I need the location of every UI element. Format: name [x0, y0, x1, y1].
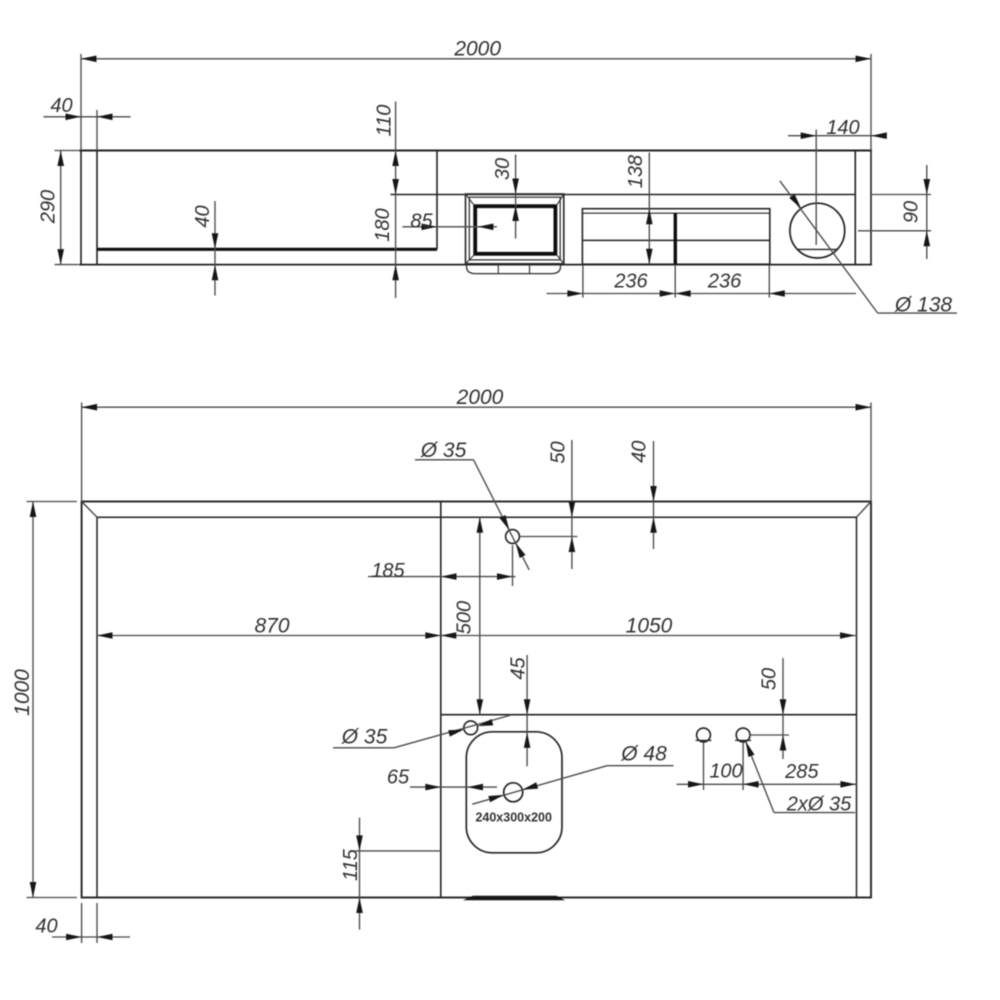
svg-text:180: 180	[372, 208, 394, 241]
svg-text:240x300x200: 240x300x200	[475, 811, 552, 825]
svg-text:85: 85	[410, 211, 433, 233]
svg-text:Ø 35: Ø 35	[341, 726, 388, 749]
svg-text:40: 40	[629, 441, 651, 463]
svg-text:50: 50	[759, 668, 781, 690]
svg-text:50: 50	[548, 441, 570, 463]
svg-text:45: 45	[508, 657, 530, 680]
svg-text:115: 115	[340, 848, 362, 881]
svg-text:185: 185	[371, 560, 405, 582]
svg-text:40: 40	[192, 205, 214, 227]
svg-text:138: 138	[625, 155, 647, 188]
svg-text:40: 40	[50, 95, 72, 117]
svg-text:236: 236	[707, 271, 742, 293]
svg-text:Ø 35: Ø 35	[420, 439, 467, 462]
svg-text:Ø 138: Ø 138	[894, 294, 953, 317]
svg-text:2xØ 35: 2xØ 35	[786, 794, 852, 816]
svg-text:90: 90	[901, 201, 923, 223]
svg-text:285: 285	[784, 761, 819, 783]
svg-text:870: 870	[254, 614, 289, 637]
svg-text:110: 110	[374, 105, 396, 137]
svg-text:1000: 1000	[11, 669, 34, 716]
svg-text:236: 236	[613, 271, 648, 293]
svg-text:500: 500	[454, 601, 476, 634]
svg-text:2000: 2000	[456, 386, 504, 409]
svg-text:1050: 1050	[626, 614, 673, 637]
svg-text:2000: 2000	[453, 38, 501, 61]
svg-text:30: 30	[492, 158, 514, 180]
svg-text:Ø 48: Ø 48	[620, 743, 667, 766]
svg-text:290: 290	[38, 190, 60, 224]
svg-text:100: 100	[709, 761, 742, 783]
svg-text:65: 65	[387, 767, 410, 789]
svg-text:40: 40	[35, 916, 57, 938]
svg-text:140: 140	[826, 117, 859, 139]
